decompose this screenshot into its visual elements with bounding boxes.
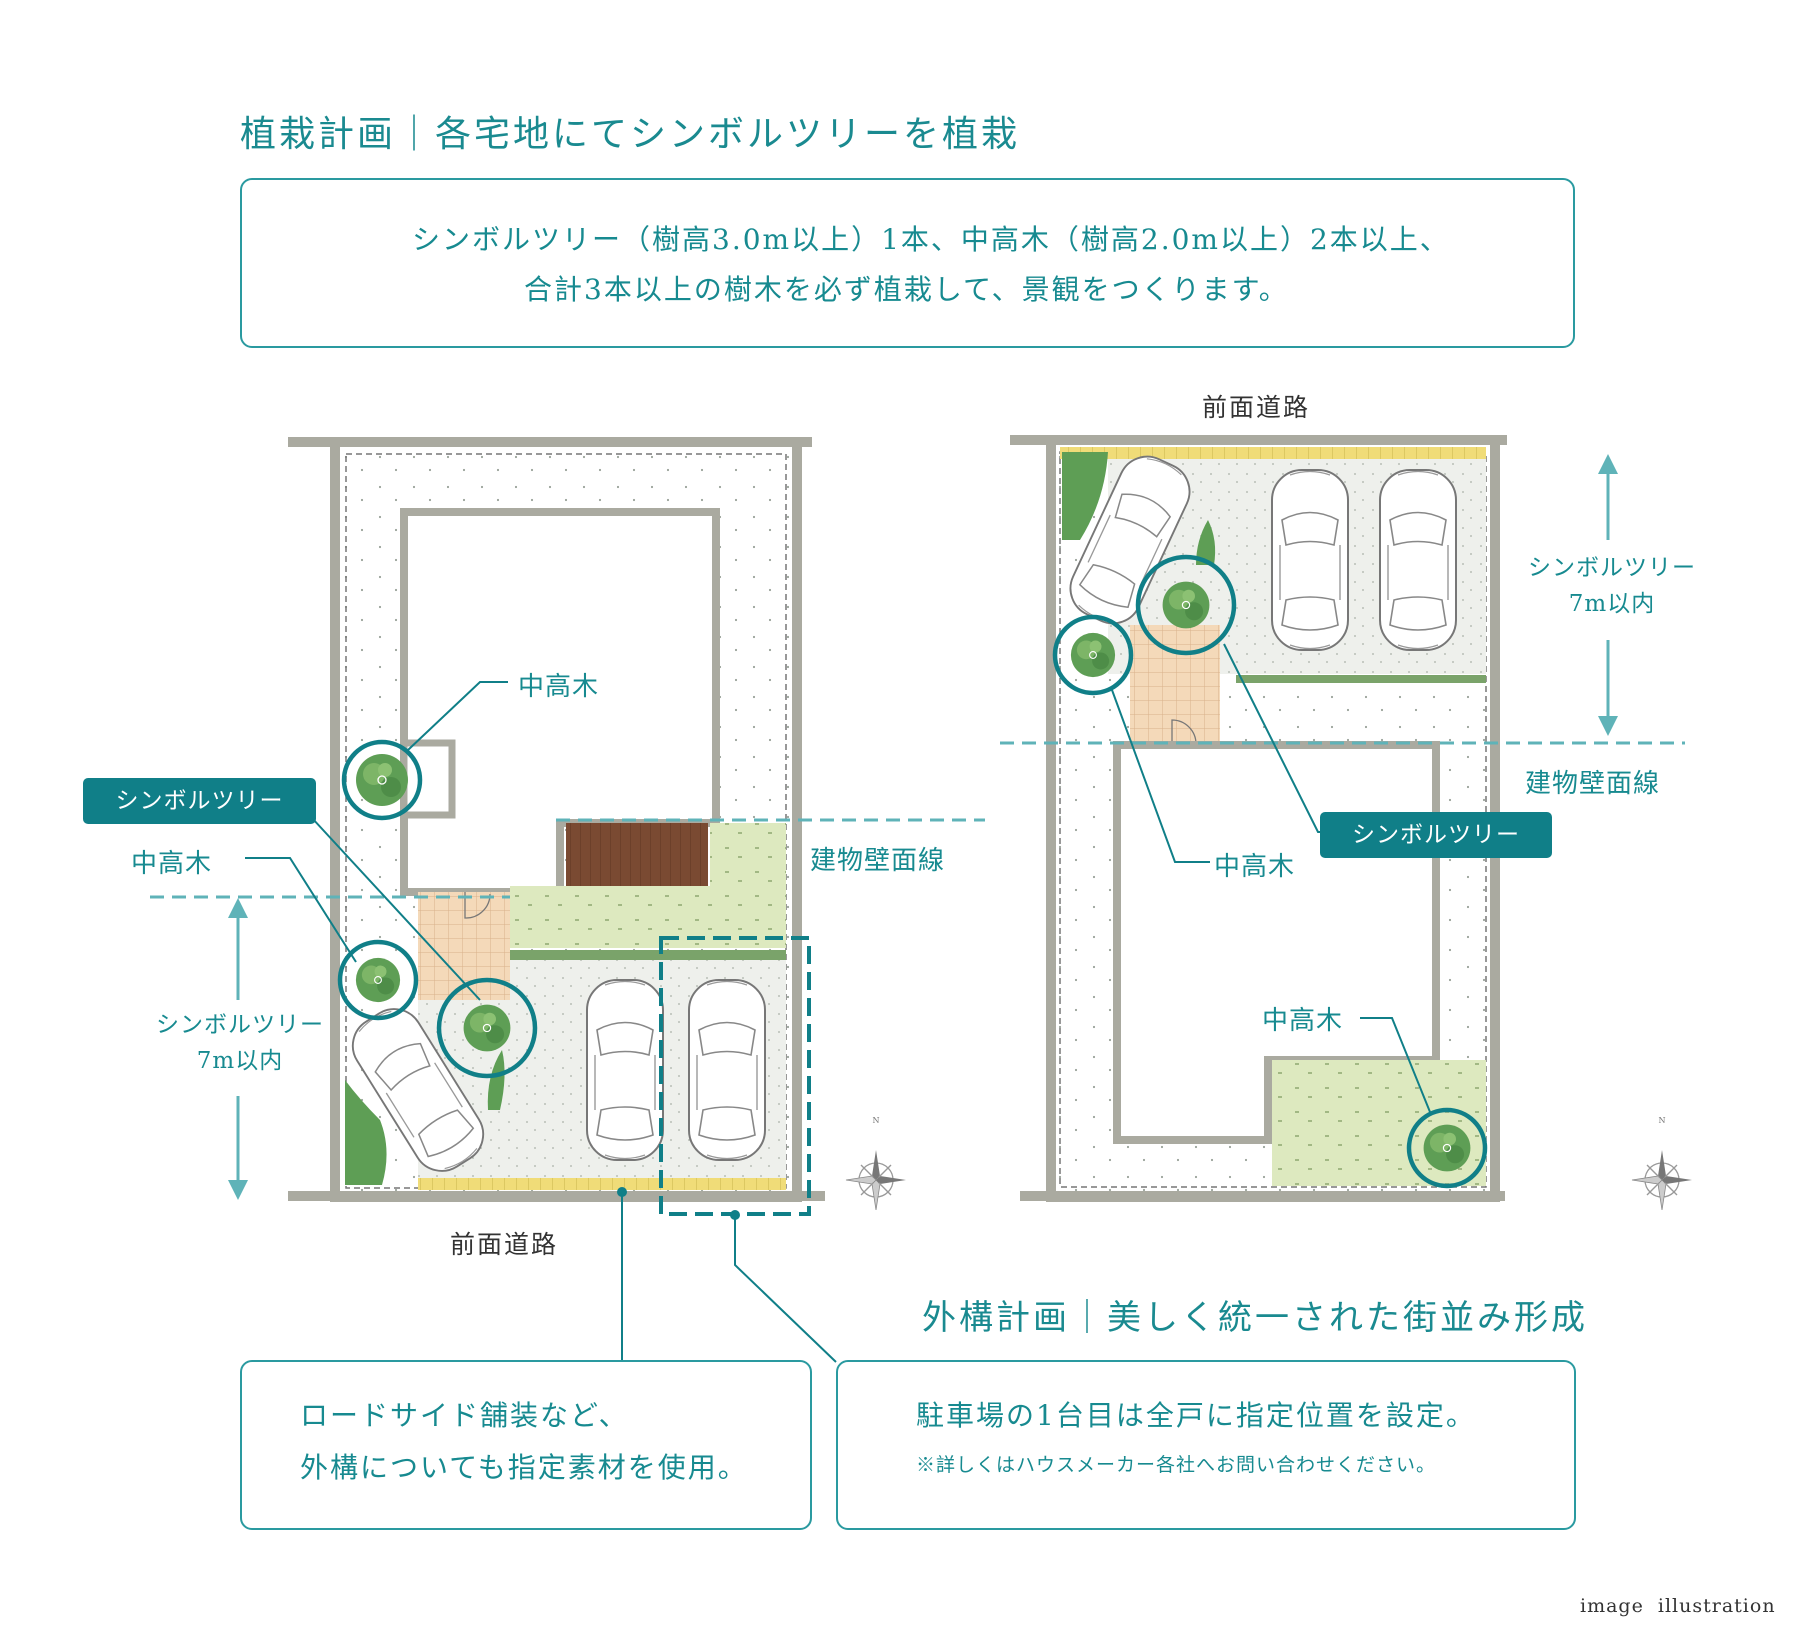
right-height-limit-label: シンボルツリー 7m以内 xyxy=(1527,550,1697,622)
exterior-heading: 外構計画｜美しく統一された街並み形成 xyxy=(922,1298,1588,1338)
parking-position-box: 駐車場の1台目は全戸に指定位置を設定。 ※詳しくはハウスメーカー各社へお問い合わ… xyxy=(836,1360,1576,1530)
parking-position-line1: 駐車場の1台目は全戸に指定位置を設定。 xyxy=(916,1399,1476,1432)
right-site-plan: N xyxy=(1000,435,1693,1211)
left-height-limit-line1: シンボルツリー xyxy=(156,1012,324,1038)
image-illustration-footer: image illustration xyxy=(1580,1595,1776,1617)
right-front-road-label: 前面道路 xyxy=(1202,393,1311,422)
left-height-limit-line2: 7m以内 xyxy=(196,1048,284,1074)
planting-heading: 植栽計画｜各宅地にてシンボルツリーを植栽 xyxy=(240,114,1021,155)
left-site-plan: N xyxy=(150,437,985,1363)
right-wall-line-label: 建物壁面線 xyxy=(1525,769,1661,799)
right-chukoboku-bottom-label: 中高木 xyxy=(1262,1006,1344,1036)
roadside-material-line1: ロードサイド舗装など、 xyxy=(300,1399,629,1432)
compass-north-label-right: N xyxy=(1659,1116,1666,1125)
left-chukoboku-left-label: 中高木 xyxy=(131,849,213,879)
right-symbol-tree-tag: シンボルツリー xyxy=(1320,812,1552,858)
roadside-material-box: ロードサイド舗装など、 外構についても指定素材を使用。 xyxy=(240,1360,812,1530)
roadside-material-line2: 外構についても指定素材を使用。 xyxy=(300,1451,748,1484)
planting-info-box: シンボルツリー（樹高3.0m以上）1本、中高木（樹高2.0m以上）2本以上、 合… xyxy=(240,178,1575,348)
compass-north-label-left: N xyxy=(873,1116,880,1125)
left-wall-line-label: 建物壁面線 xyxy=(810,846,946,876)
planting-info-line2: 合計3本以上の樹木を必ず植栽して、景観をつくります。 xyxy=(524,273,1289,306)
planting-info-line1: シンボルツリー（樹高3.0m以上）1本、中高木（樹高2.0m以上）2本以上、 xyxy=(412,223,1450,256)
left-front-road-label: 前面道路 xyxy=(450,1230,559,1259)
right-height-limit-line1: シンボルツリー xyxy=(1528,555,1696,581)
parking-position-note: ※詳しくはハウスメーカー各社へお問い合わせください。 xyxy=(916,1454,1437,1476)
left-symbol-tree-tag: シンボルツリー xyxy=(83,778,316,824)
right-height-limit-line2: 7m以内 xyxy=(1568,591,1656,617)
left-chukoboku-top-label: 中高木 xyxy=(518,672,600,702)
left-height-limit-label: シンボルツリー 7m以内 xyxy=(155,1007,325,1079)
right-chukoboku-mid-label: 中高木 xyxy=(1214,852,1296,882)
